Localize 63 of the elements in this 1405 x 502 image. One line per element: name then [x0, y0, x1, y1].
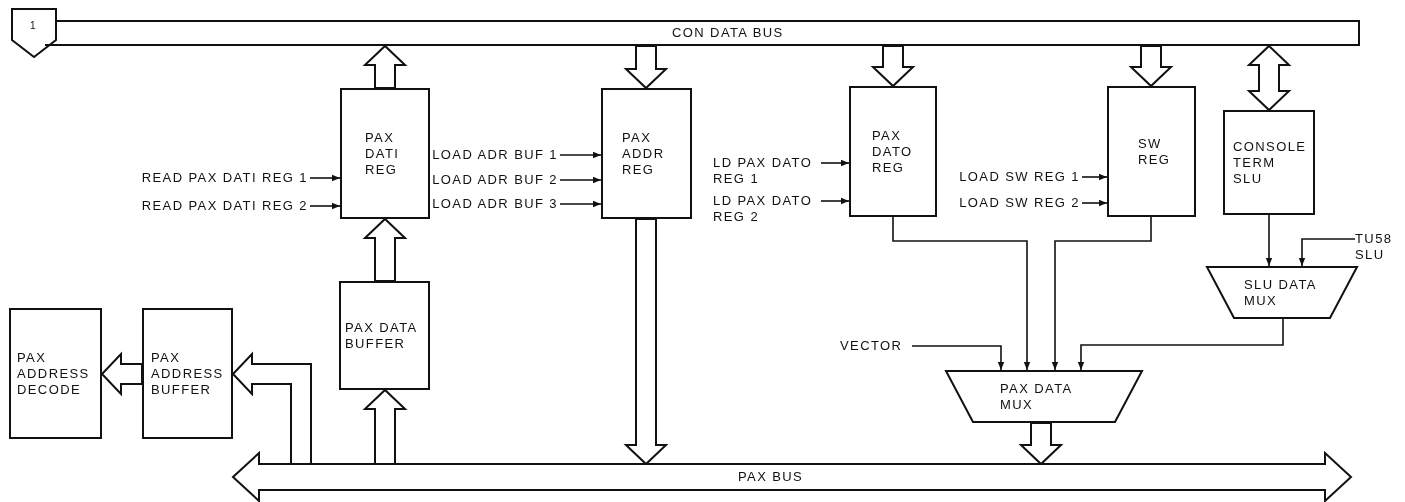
logic-block — [142, 308, 233, 439]
bus-label: PAX BUS — [738, 469, 804, 485]
mux-block — [945, 370, 1143, 423]
signal-arrow — [1265, 214, 1273, 267]
block-label: SW REG — [1138, 135, 1171, 168]
signal-arrow — [911, 345, 1005, 371]
off-page-connector — [11, 8, 57, 58]
signal-label: VECTOR — [840, 338, 910, 354]
signal-label: LOAD ADR BUF 1 — [400, 147, 558, 163]
mux-block — [1206, 266, 1358, 319]
block-label: PAX DATA MUX — [1000, 380, 1073, 413]
bus-arrow — [362, 217, 408, 282]
signal-label: READ PAX DATI REG 1 — [90, 170, 308, 186]
logic-block — [1107, 86, 1196, 217]
bus-label: CON DATA BUS — [672, 25, 784, 41]
bus-arrow — [623, 218, 669, 466]
bus-band — [232, 452, 1352, 502]
signal-arrow — [309, 202, 341, 210]
logic-block — [9, 308, 102, 439]
block-label: PAX ADDR REG — [622, 129, 665, 178]
signal-label: LOAD ADR BUF 2 — [400, 172, 558, 188]
signal-arrow — [309, 174, 341, 182]
bus-arrow — [362, 388, 408, 465]
signal-arrow — [1051, 216, 1152, 371]
signal-label: LOAD ADR BUF 3 — [400, 196, 558, 212]
logic-block — [1223, 110, 1315, 215]
bus-arrow — [362, 44, 408, 89]
signal-arrow — [1298, 238, 1356, 267]
logic-block — [849, 86, 937, 217]
bus-arrow — [231, 351, 312, 465]
bus-arrow — [870, 45, 916, 88]
signal-arrow — [559, 200, 602, 208]
block-label: PAX ADDRESS DECODE — [17, 349, 90, 398]
bus-arrow — [1018, 422, 1064, 466]
signal-arrow — [892, 216, 1031, 371]
signal-arrow — [820, 197, 850, 205]
block-label: SLU DATA MUX — [1244, 276, 1318, 309]
signal-arrow — [820, 159, 850, 167]
block-label: PAX DATI REG — [365, 129, 400, 178]
logic-block — [340, 88, 430, 219]
logic-block — [601, 88, 692, 219]
bus-arrow — [623, 45, 669, 90]
bus-arrow — [100, 351, 143, 397]
signal-label: LOAD SW REG 2 — [930, 195, 1080, 211]
signal-arrow — [559, 151, 602, 159]
bus-band — [45, 20, 1360, 46]
signal-label: READ PAX DATI REG 2 — [90, 198, 308, 214]
bus-arrow — [1128, 45, 1174, 88]
signal-arrow — [1081, 199, 1108, 207]
signal-label: TU58 SLU — [1355, 231, 1401, 263]
connector-number: 1 — [30, 19, 37, 33]
bus-arrow — [1246, 44, 1292, 112]
signal-arrow — [559, 176, 602, 184]
block-label: PAX ADDRESS BUFFER — [151, 349, 224, 398]
block-label: PAX DATA BUFFER — [345, 319, 418, 352]
signal-label: LD PAX DATO REG 1 — [713, 155, 821, 187]
block-label: CONSOLE TERM SLU — [1233, 138, 1307, 187]
signal-arrow — [1081, 173, 1108, 181]
signal-label: LOAD SW REG 1 — [930, 169, 1080, 185]
logic-block — [339, 281, 430, 390]
block-label: PAX DATO REG — [872, 127, 913, 176]
signal-arrow — [1077, 318, 1284, 371]
signal-label: LD PAX DATO REG 2 — [713, 193, 821, 225]
